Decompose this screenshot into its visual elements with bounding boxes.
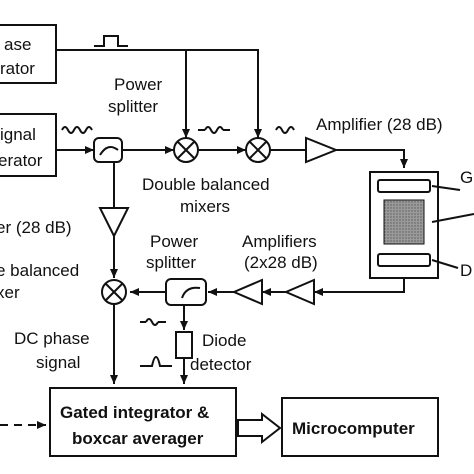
- d-label: D: [460, 261, 472, 280]
- dc-phase-signal-label-2: signal: [36, 353, 80, 372]
- phase-generator-block: ase rator: [0, 24, 57, 84]
- power-splitter-top-label-2: splitter: [108, 97, 158, 116]
- power-splitter-top: [93, 137, 123, 163]
- amplifiers-label-2: (2x28 dB): [244, 253, 318, 272]
- g-pointer: [431, 185, 461, 191]
- power-splitter-bottom-label-1: Power: [150, 232, 199, 251]
- reference-line: [56, 49, 262, 138]
- gated-integrator-label-2: boxcar averager: [72, 429, 204, 448]
- sine-burst-icon: [204, 126, 224, 134]
- signal-generator-label-2: erator: [0, 151, 43, 170]
- microcomputer-label: Microcomputer: [292, 419, 415, 438]
- power-splitter-bottom-label-2: splitter: [146, 253, 196, 272]
- signal-generator-block: ignal erator: [0, 113, 57, 177]
- sample-cell: [369, 171, 439, 279]
- power-splitter-top-label-1: Power: [114, 75, 163, 94]
- sine-burst-icon: [275, 126, 295, 134]
- g-label: G: [460, 168, 473, 187]
- sample-pointer: [431, 213, 474, 223]
- mixer-icon: [245, 137, 271, 163]
- pulse-icon: [94, 35, 128, 47]
- phase-generator-label-2: rator: [0, 59, 35, 78]
- triangle-amplifier-icon: [231, 278, 263, 306]
- sine-burst-icon: [145, 318, 159, 326]
- diode-detector-label-1: Diode: [202, 331, 246, 350]
- return-line: [314, 278, 405, 296]
- mixer-icon: [101, 279, 127, 305]
- phase-generator-label-1: ase: [4, 35, 31, 54]
- gated-integrator-block: Gated integrator & boxcar averager: [49, 387, 237, 457]
- triangle-amplifier-icon: [283, 278, 315, 306]
- power-splitter-bottom: [165, 278, 207, 306]
- d-pointer: [431, 259, 459, 269]
- sine-burst-icon: [61, 126, 93, 134]
- amplifier-left-label: er (28 dB): [0, 218, 72, 237]
- triangle-amplifier-icon: [305, 136, 339, 164]
- microcomputer-block: Microcomputer: [281, 397, 439, 457]
- double-balanced-mixer-left-label-1: e balanced: [0, 261, 79, 280]
- double-balanced-mixer-left-label-2: xer: [0, 283, 20, 302]
- pulse-response-icon: [140, 356, 172, 367]
- signal-generator-label-1: ignal: [0, 125, 36, 144]
- mixer-icon: [173, 137, 199, 163]
- dc-phase-signal-label-1: DC phase: [14, 329, 90, 348]
- amplifier-top-label: Amplifier (28 dB): [316, 115, 443, 134]
- arrow-icon: [237, 411, 282, 445]
- triangle-amplifier-icon: [98, 207, 130, 239]
- diode-detector-label-2: detector: [190, 355, 252, 374]
- amplifiers-label-1: Amplifiers: [242, 232, 317, 251]
- double-balanced-mixers-label-2: mixers: [180, 197, 230, 216]
- amp-to-sample: [336, 149, 408, 168]
- double-balanced-mixers-label-1: Double balanced: [142, 175, 270, 194]
- gated-integrator-label-1: Gated integrator &: [60, 403, 209, 422]
